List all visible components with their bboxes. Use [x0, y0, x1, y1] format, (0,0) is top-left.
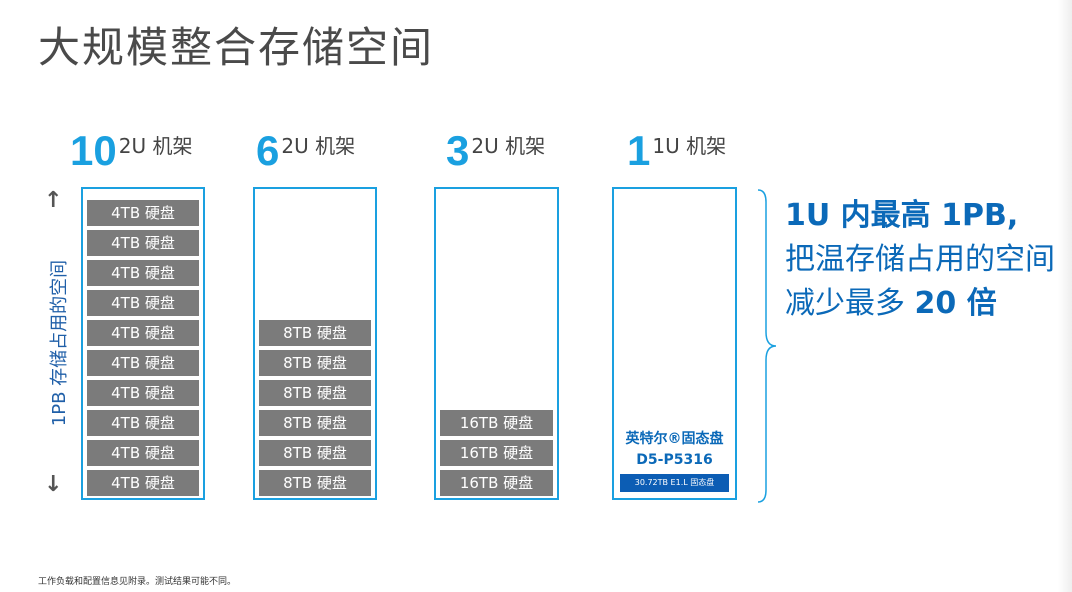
disk: 8TB 硬盘 [259, 350, 371, 376]
ssd-brand: 英特尔®固态盘 D5-P5316 [614, 429, 735, 471]
disk-stack: 16TB 硬盘 16TB 硬盘 16TB 硬盘 [436, 406, 557, 496]
disk: 4TB 硬盘 [87, 320, 199, 346]
rack-count: 3 [446, 127, 470, 174]
rack-count: 10 [70, 127, 117, 174]
rack-unit-label: 2U 机架 [281, 134, 356, 158]
ssd-model: D5-P5316 [636, 452, 713, 468]
ssd-brand-name: 英特尔®固态盘 [625, 431, 724, 447]
rack-count: 6 [256, 127, 280, 174]
disk: 8TB 硬盘 [259, 470, 371, 496]
callout-text: 1U 内最高 1PB, 把温存储占用的空间减少最多 20 倍 [785, 194, 1072, 326]
disk: 4TB 硬盘 [87, 410, 199, 436]
disk: 16TB 硬盘 [440, 410, 553, 436]
disk: 4TB 硬盘 [87, 470, 199, 496]
disk: 8TB 硬盘 [259, 320, 371, 346]
rack-6x2u: 8TB 硬盘 8TB 硬盘 8TB 硬盘 8TB 硬盘 8TB 硬盘 8TB 硬… [253, 187, 377, 500]
rack-count: 1 [627, 127, 651, 174]
rack-unit-label: 1U 机架 [652, 134, 727, 158]
disk: 8TB 硬盘 [259, 440, 371, 466]
disk: 4TB 硬盘 [87, 350, 199, 376]
arrow-down-icon: ↓ [44, 472, 63, 497]
disk: 4TB 硬盘 [87, 380, 199, 406]
arrow-up-icon: ↑ [44, 188, 63, 213]
rack-unit-label: 2U 机架 [471, 134, 546, 158]
disk: 4TB 硬盘 [87, 230, 199, 256]
axis-label: 1PB 存储占用的空间 [49, 259, 70, 427]
disk: 16TB 硬盘 [440, 440, 553, 466]
page-title: 大规模整合存储空间 [38, 23, 435, 72]
rack-10x2u: 4TB 硬盘 4TB 硬盘 4TB 硬盘 4TB 硬盘 4TB 硬盘 4TB 硬… [81, 187, 205, 500]
disk: 4TB 硬盘 [87, 440, 199, 466]
disk: 8TB 硬盘 [259, 380, 371, 406]
page-edge [1058, 0, 1072, 592]
callout-headline: 1U 内最高 1PB, [785, 198, 1019, 233]
rack-1x1u: 英特尔®固态盘 D5-P5316 30.72TB E1.L 固态盘 [612, 187, 737, 500]
callout-emphasis: 20 倍 [914, 286, 997, 321]
ssd-drive: 30.72TB E1.L 固态盘 [620, 474, 729, 492]
brace-icon [757, 189, 777, 503]
disk: 16TB 硬盘 [440, 470, 553, 496]
footnote: 工作负载和配置信息见附录。测试结果可能不同。 [38, 577, 237, 587]
disk: 4TB 硬盘 [87, 290, 199, 316]
disk: 8TB 硬盘 [259, 410, 371, 436]
rack-3x2u: 16TB 硬盘 16TB 硬盘 16TB 硬盘 [434, 187, 559, 500]
rack-unit-label: 2U 机架 [118, 134, 193, 158]
disk-stack: 8TB 硬盘 8TB 硬盘 8TB 硬盘 8TB 硬盘 8TB 硬盘 8TB 硬… [255, 316, 375, 496]
callout-body: 把温存储占用的空间减少最多 [785, 242, 1055, 321]
disk: 4TB 硬盘 [87, 200, 199, 226]
disk: 4TB 硬盘 [87, 260, 199, 286]
disk-stack: 4TB 硬盘 4TB 硬盘 4TB 硬盘 4TB 硬盘 4TB 硬盘 4TB 硬… [83, 196, 203, 496]
